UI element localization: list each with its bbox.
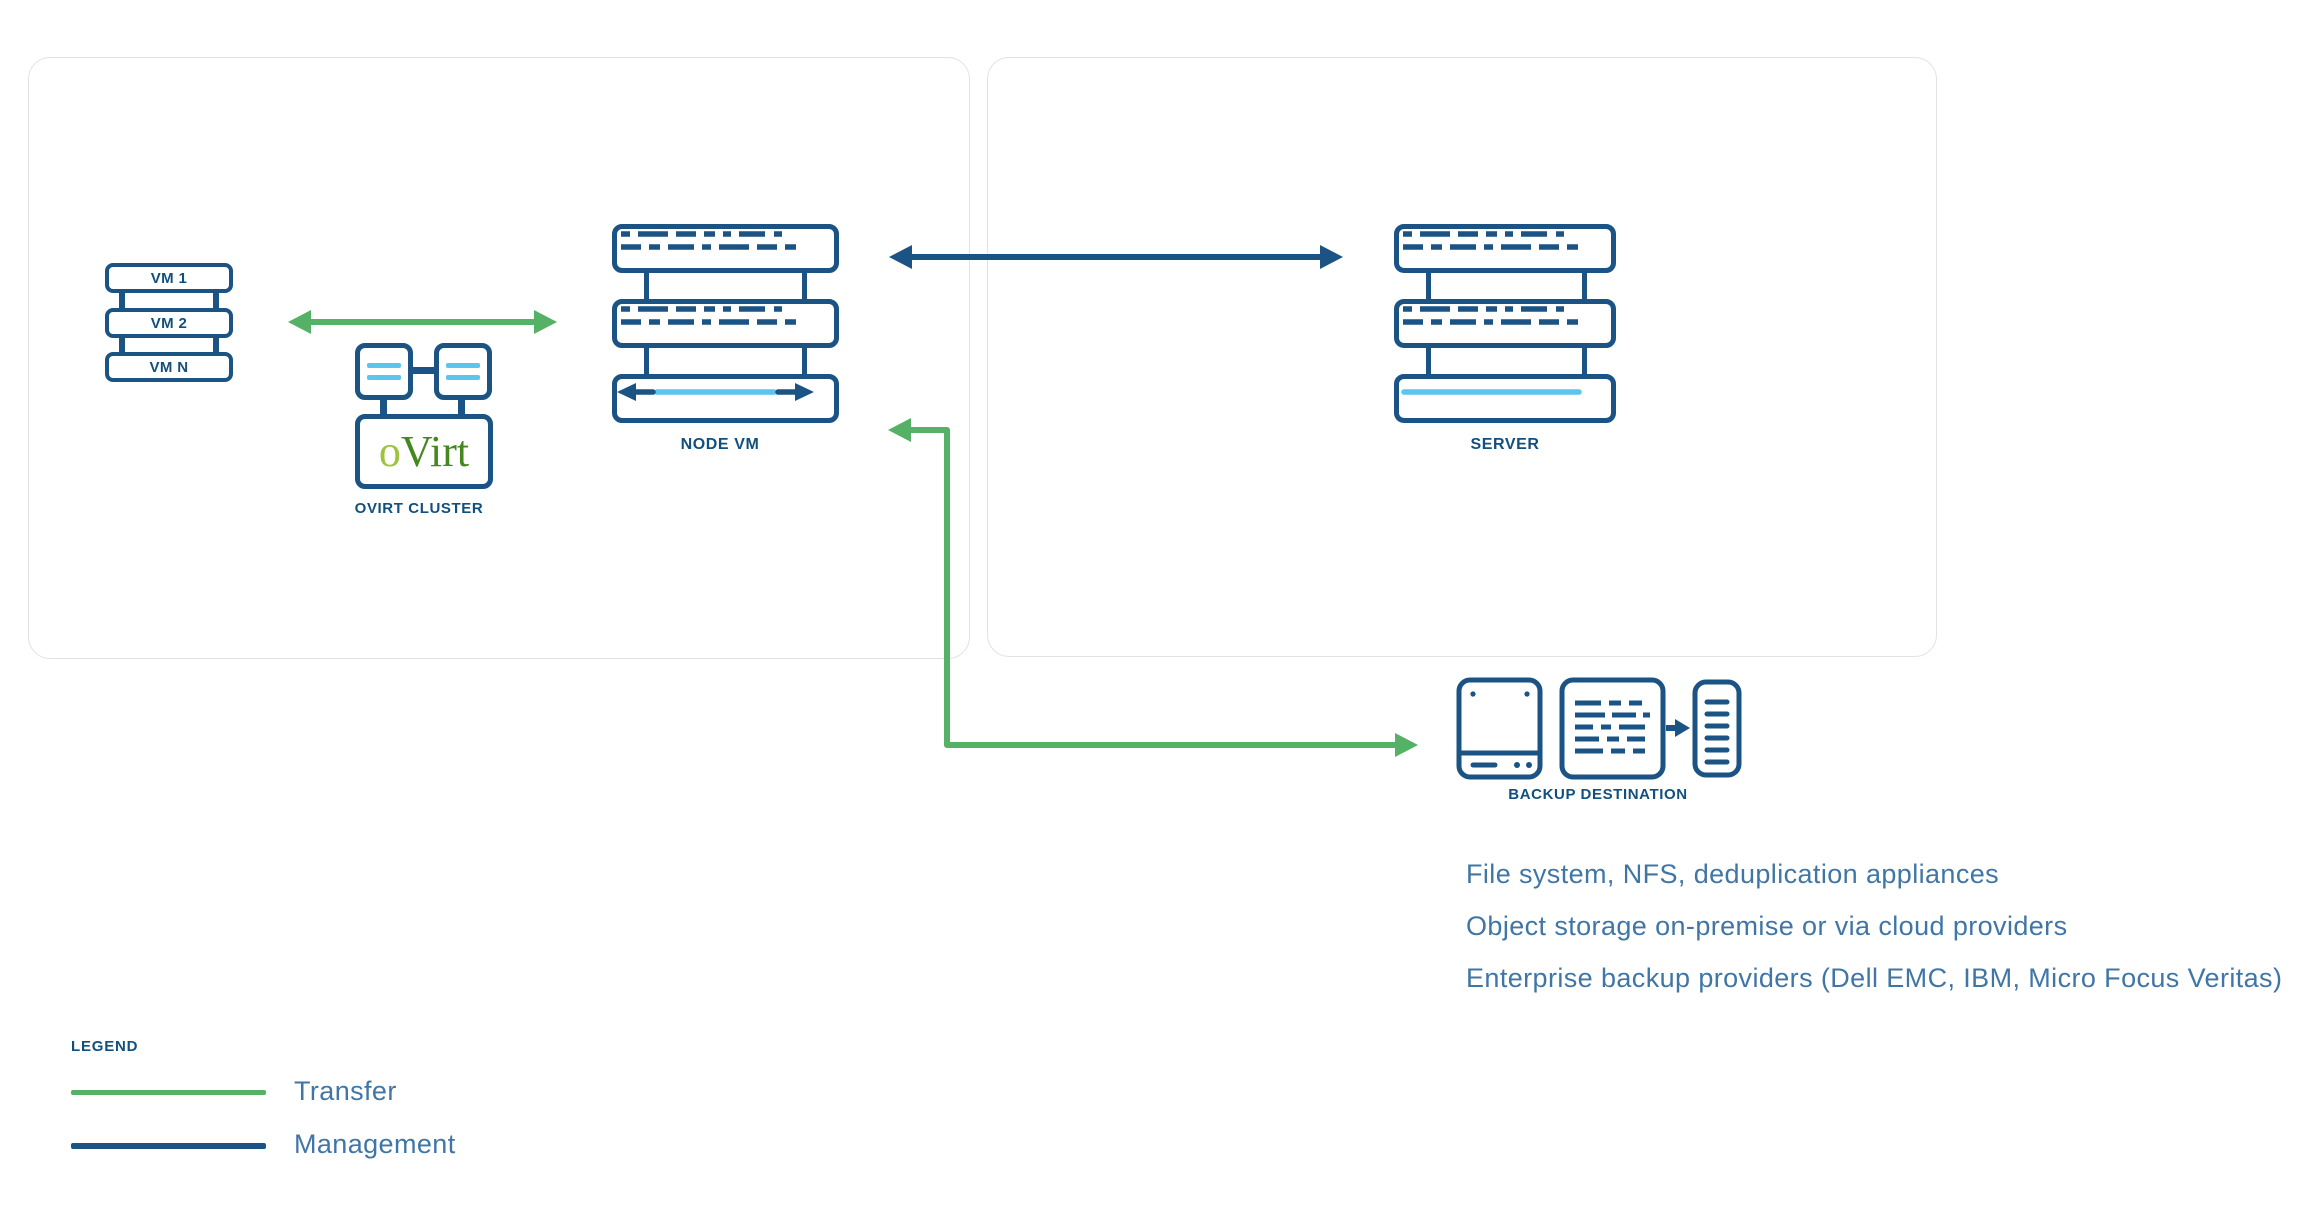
backup-server-panel	[987, 57, 1937, 657]
server-unit-1	[1394, 224, 1616, 273]
cluster-node-icon	[355, 343, 413, 400]
server-unit-storage	[1394, 374, 1616, 423]
cluster-stem	[458, 396, 465, 418]
vm-2-label: VM 2	[150, 314, 188, 332]
legend-transfer-line	[71, 1090, 266, 1095]
legend-management-label: Management	[294, 1129, 456, 1159]
vm-1-box: VM 1	[105, 263, 233, 293]
storage-bus-icon	[1401, 389, 1582, 395]
vm-stack-connector	[213, 289, 219, 313]
vm-stack-connector	[119, 289, 125, 313]
legend-title: LEGEND	[71, 1038, 139, 1055]
storage-option-1: File system, NFS, deduplication applianc…	[1466, 859, 2000, 889]
server-unit-2	[1394, 299, 1616, 348]
server-connector	[1426, 270, 1431, 302]
vm-stack-connector	[213, 334, 219, 356]
management-arrow-nodevm-server	[889, 245, 1343, 269]
vm-1-label: VM 1	[150, 269, 188, 287]
storage-option-3: Enterprise backup providers (Dell EMC, I…	[1466, 963, 2283, 993]
server-dashes-icon	[621, 306, 798, 325]
cluster-node-icon	[434, 343, 492, 400]
server-dashes-icon	[1403, 306, 1580, 325]
tape-column-icon	[1692, 679, 1742, 778]
vm-n-label: VM N	[149, 358, 189, 376]
server-connector	[1582, 270, 1587, 302]
ovirt-logo-box: oVirt	[355, 414, 493, 489]
ovirt-cluster-label: OVIRT CLUSTER	[354, 500, 484, 517]
transfer-arrow-vms-nodevm	[288, 310, 557, 334]
cluster-link-bar	[410, 367, 438, 374]
backup-destination-icons	[1456, 677, 1742, 780]
external-drive-icon	[1456, 677, 1543, 780]
vm-n-box: VM N	[105, 352, 233, 382]
file-listing-icon	[1559, 677, 1666, 780]
cluster-stem	[380, 396, 387, 418]
node-vm-unit-2	[612, 299, 839, 348]
ovirt-logo: oVirt	[378, 426, 470, 476]
node-vm-connector	[802, 270, 807, 302]
transfer-arrow-nodevm-backup	[888, 418, 1418, 757]
legend-transfer-label: Transfer	[294, 1076, 397, 1106]
server-label: SERVER	[1470, 436, 1540, 453]
server-dashes-icon	[621, 231, 798, 250]
node-vm-connector	[644, 345, 649, 377]
vm-2-box: VM 2	[105, 308, 233, 338]
legend-management-line	[71, 1143, 266, 1149]
node-vm-label: NODE VM	[680, 436, 760, 453]
vm-stack-connector	[119, 334, 125, 356]
node-vm-connector	[644, 270, 649, 302]
server-connector	[1582, 345, 1587, 377]
server-connector	[1426, 345, 1431, 377]
copy-arrow-icon	[1666, 719, 1690, 737]
backup-destination-label: BACKUP DESTINATION	[1508, 786, 1688, 803]
storage-option-2: Object storage on-premise or via cloud p…	[1466, 911, 2068, 941]
node-vm-unit-transfer	[612, 374, 839, 423]
server-dashes-icon	[1403, 231, 1580, 250]
node-vm-unit-1	[612, 224, 839, 273]
node-vm-connector	[802, 345, 807, 377]
transfer-bus-icon	[617, 383, 814, 401]
